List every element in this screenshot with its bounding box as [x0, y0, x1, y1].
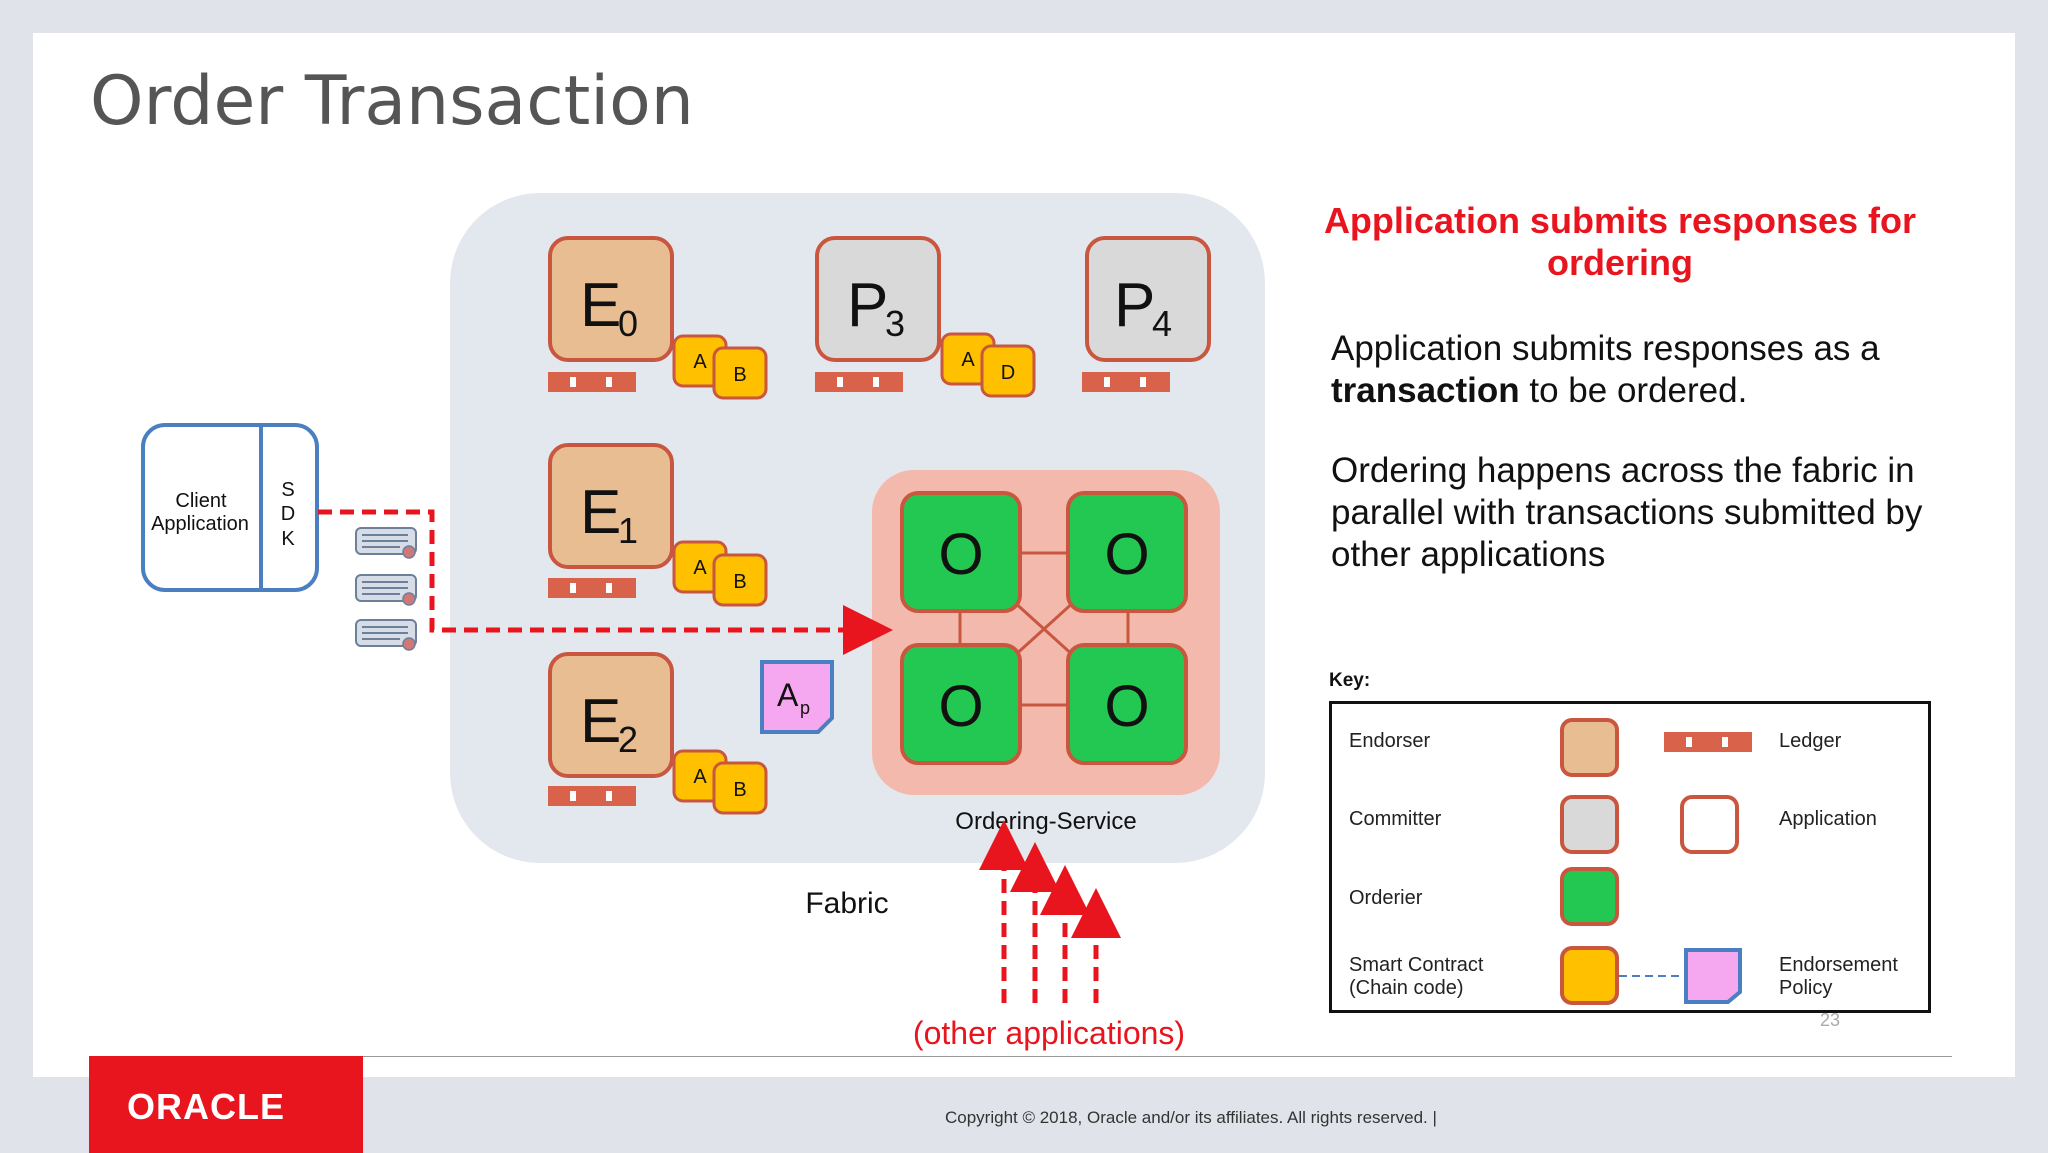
key-endorsement-line-1: Endorsement [1779, 954, 1898, 976]
endorser-node-e2: E 2 [548, 652, 674, 778]
paragraph-1-bold: transaction [1331, 371, 1520, 410]
orderer-node: O [1066, 491, 1188, 613]
client-app-label-1: Client [175, 490, 227, 512]
chaincode-e2: A B [672, 749, 768, 815]
ledger-e0 [548, 372, 636, 392]
transaction-icon [355, 619, 417, 651]
key-smart-contract-line-1: Smart Contract [1349, 954, 1484, 976]
copyright-text: Copyright © 2018, Oracle and/or its affi… [945, 1108, 1437, 1127]
orderer-node: O [1066, 643, 1188, 765]
oracle-logo-text: ORACLE [127, 1086, 285, 1127]
e0-subscript: 0 [618, 303, 638, 344]
sdk-letter-d: D [281, 503, 295, 525]
ordering-service-label: Ordering-Service [955, 808, 1136, 835]
key-label: Key: [1329, 670, 1371, 691]
paragraph-1-tail: to be ordered. [1519, 371, 1748, 410]
client-app-label-2: Application [151, 513, 249, 535]
client-application: Client Application S D K [141, 423, 319, 592]
paragraph-1-text: Application submits responses as a [1331, 329, 1880, 368]
chaincode-e0-b: B [733, 364, 746, 386]
key-box [1329, 701, 1931, 1013]
orderer-node: O [900, 643, 1022, 765]
key-endorsement-line-2: Policy [1779, 977, 1833, 999]
transaction-icon [355, 527, 417, 559]
oracle-logo: ORACLE [89, 1056, 363, 1153]
p4-subscript: 4 [1152, 303, 1172, 344]
key-smart-contract-line-2: (Chain code) [1349, 977, 1464, 999]
chaincode-p3: A D [940, 332, 1036, 398]
committer-node-p3: P 3 [815, 236, 941, 362]
ledger-p3 [815, 372, 903, 392]
other-applications-arrows [979, 820, 1121, 1003]
orderer-letter: O [1104, 522, 1149, 587]
fabric-label: Fabric [805, 887, 888, 920]
other-applications-label: (other applications) [913, 1015, 1185, 1051]
p3-letter: P [847, 271, 888, 340]
ledger-e2 [548, 786, 636, 806]
orderer-letter: O [1104, 674, 1149, 739]
endorser-node-e1: E 1 [548, 443, 674, 569]
key-orderer-label: Orderier [1349, 887, 1423, 909]
orderer-letter: O [938, 674, 983, 739]
endorsement-policy: A p [760, 660, 834, 734]
panel-paragraph-1: Application submits responses as a trans… [1331, 328, 1971, 412]
policy-letter: A [777, 677, 799, 713]
policy-subscript: p [800, 698, 810, 718]
chaincode-e1: A B [672, 540, 768, 607]
chaincode-e1-a: A [693, 557, 707, 579]
p4-letter: P [1114, 271, 1155, 340]
orderer-letter: O [938, 522, 983, 587]
key-application-label: Application [1779, 808, 1877, 830]
chaincode-e2-a: A [693, 766, 707, 788]
sdk-letter-s: S [281, 479, 294, 501]
committer-node-p4: P 4 [1085, 236, 1211, 362]
e1-subscript: 1 [618, 510, 638, 551]
key-committer-label: Committer [1349, 808, 1442, 830]
transaction-icon [355, 574, 417, 606]
footer-rule [90, 1056, 1952, 1057]
endorser-node-e0: E 0 [548, 236, 674, 362]
key-ledger-label: Ledger [1779, 730, 1842, 752]
e0-letter: E [580, 271, 621, 340]
panel-heading: Application submits responses for orderi… [1323, 200, 1917, 283]
e1-letter: E [580, 478, 621, 547]
e2-letter: E [580, 687, 621, 756]
slide-title: Order Transaction [90, 62, 694, 141]
key-endorser-label: Endorser [1349, 730, 1431, 752]
e2-subscript: 2 [618, 719, 638, 760]
chaincode-e0-a: A [693, 351, 707, 373]
chaincode-p3-a: A [961, 349, 975, 371]
sdk-letter-k: K [281, 528, 295, 550]
key-smart-contract-label: Smart Contract (Chain code) [1349, 954, 1483, 1000]
chaincode-e0: A B [672, 334, 768, 400]
key-endorsement-label: Endorsement Policy [1779, 954, 1898, 1000]
p3-subscript: 3 [885, 303, 905, 344]
chaincode-p3-d: D [1001, 362, 1015, 384]
chaincode-e2-b: B [733, 779, 746, 801]
ledger-p4 [1082, 372, 1170, 392]
chaincode-e1-b: B [733, 571, 746, 593]
ledger-e1 [548, 578, 636, 598]
panel-paragraph-2: Ordering happens across the fabric in pa… [1331, 451, 1923, 574]
orderer-node: O [900, 491, 1022, 613]
transaction-arrow [318, 509, 893, 655]
